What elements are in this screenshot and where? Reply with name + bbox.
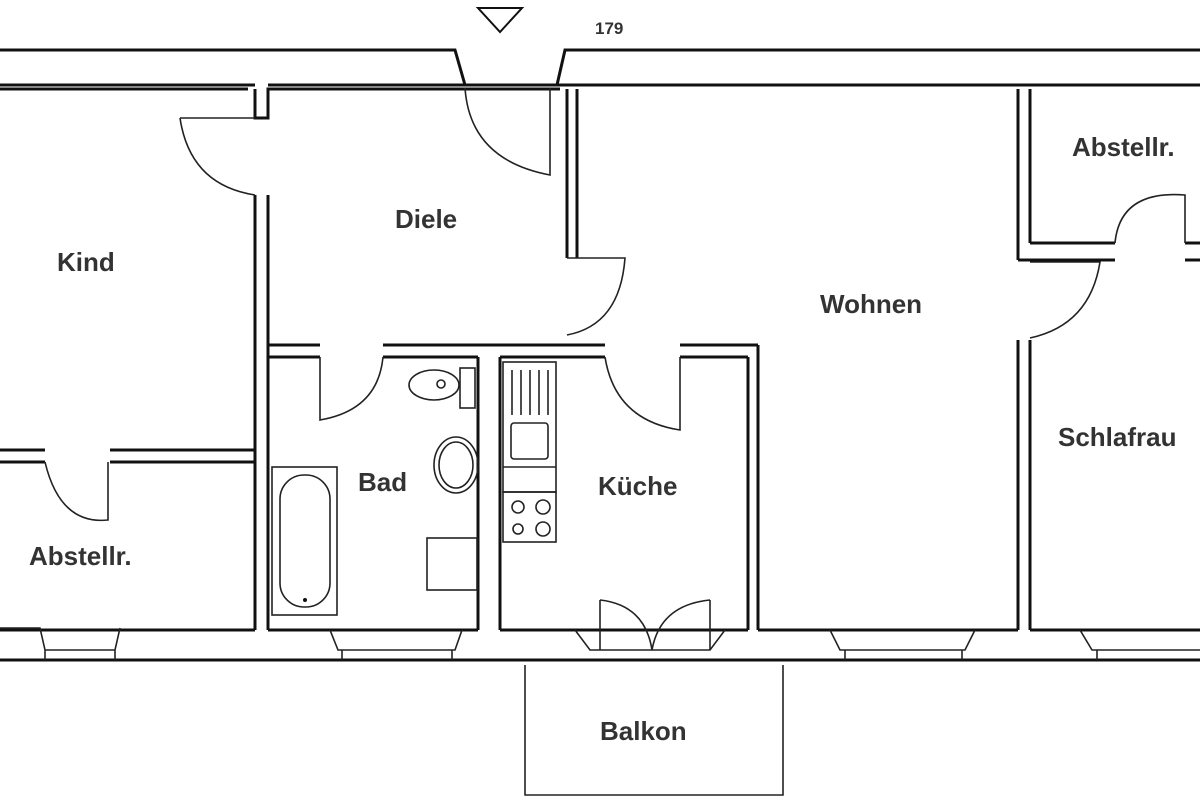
wall-bad-kueche (476, 357, 502, 630)
room-label-balkon: Balkon (600, 716, 687, 746)
toilet-icon (408, 367, 476, 409)
wall-wohnen-schlafraum (1016, 89, 1101, 630)
exterior-wall-top (0, 48, 1200, 120)
room-label-bad: Bad (358, 467, 407, 497)
wall-bad-kueche-top (268, 343, 758, 431)
stove-icon (502, 491, 557, 543)
wall-abstellr-right (1018, 193, 1200, 262)
sink-icon (433, 436, 479, 494)
balcony-door[interactable] (599, 599, 711, 651)
kitchen-sink-icon (502, 361, 557, 493)
room-label-kueche: Küche (598, 471, 677, 501)
wall-diele-wohnen (565, 89, 626, 336)
room-label-diele: Diele (395, 204, 457, 234)
stair-number: 179 (595, 19, 623, 38)
washing-machine-area (426, 537, 478, 591)
room-label-kind: Kind (57, 247, 115, 277)
entrance-triangle-icon (475, 7, 525, 34)
exterior-wall-bottom (0, 627, 1200, 662)
wall-kueche-wohnen (746, 345, 760, 630)
room-label-abstellr-left: Abstellr. (29, 541, 132, 571)
room-label-wohnen: Wohnen (820, 289, 922, 319)
room-label-schlafraum: Schlafrau (1058, 422, 1177, 452)
room-label-abstellr-right: Abstellr. (1072, 132, 1175, 162)
wall-kind-diele (179, 89, 270, 630)
entrance-door[interactable] (464, 87, 551, 176)
balcony-outline (524, 665, 784, 796)
bathtub-icon (271, 466, 338, 616)
wall-kind-abstellr (0, 448, 255, 522)
